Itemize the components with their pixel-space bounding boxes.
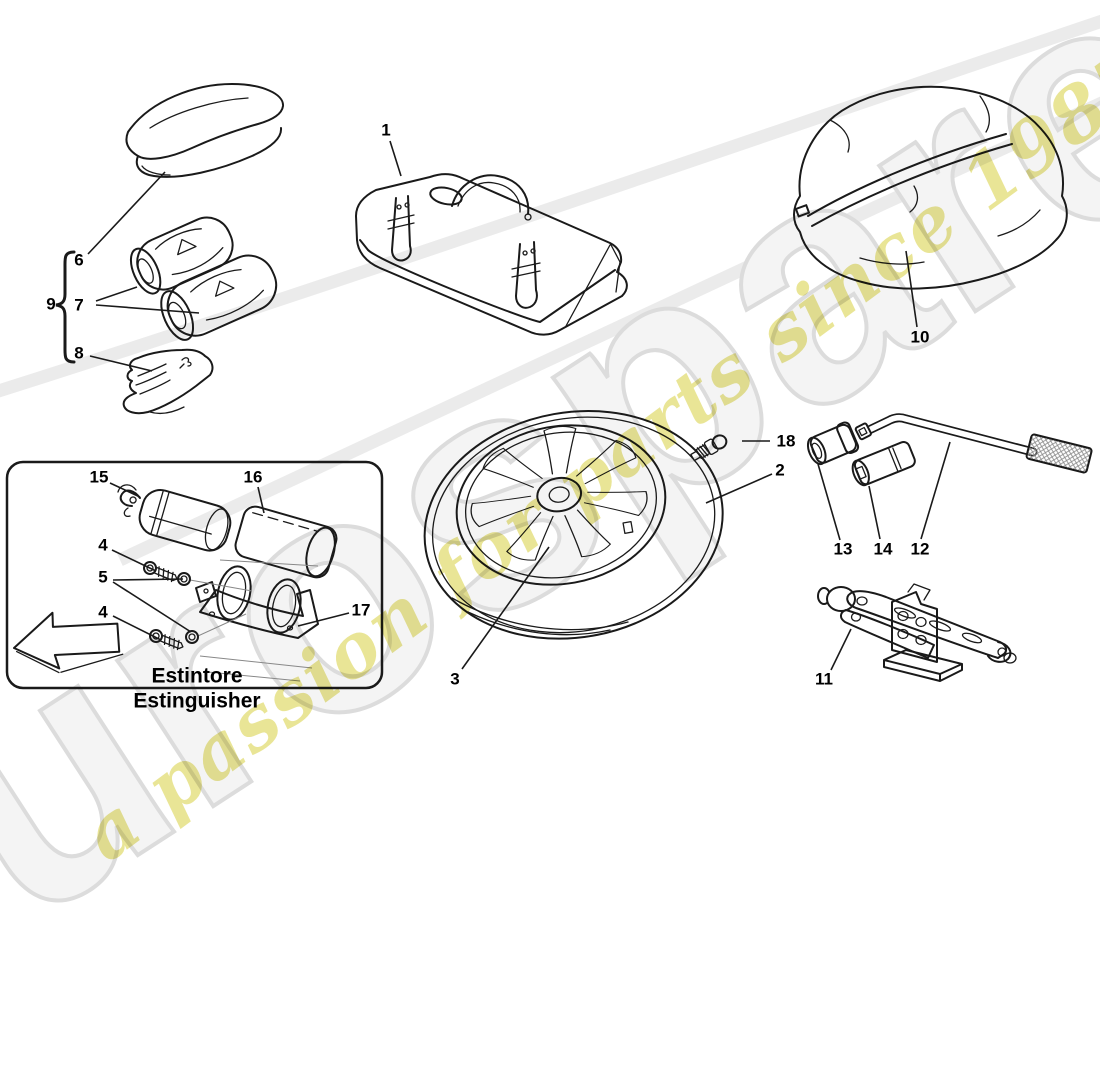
screw-bottom-drawing — [149, 629, 184, 651]
tool-bag-drawing — [355, 173, 628, 336]
part-label-17: 17 — [351, 600, 371, 620]
part-label-11: 11 — [815, 669, 833, 689]
part-label-12: 12 — [910, 539, 930, 559]
part-label-14: 14 — [873, 539, 893, 559]
screw-top-drawing — [143, 561, 178, 583]
extinguisher-box-frame — [5, 460, 384, 690]
part-label-10: 10 — [910, 327, 930, 347]
part-label-3: 3 — [450, 669, 460, 689]
sleeve-drawing — [234, 505, 338, 579]
part-label-15: 15 — [89, 467, 109, 487]
valve-drawing — [690, 434, 728, 462]
part-label-18: 18 — [776, 431, 796, 451]
direction-arrow — [13, 611, 124, 674]
group-brace — [55, 250, 76, 364]
part-label-16: 16 — [243, 467, 263, 487]
cloth-drawing — [125, 83, 284, 178]
caption-estintore: Estintore — [151, 664, 243, 688]
socket-13-drawing — [806, 421, 860, 466]
part-label-4-top: 4 — [98, 535, 108, 555]
part-label-13: 13 — [833, 539, 853, 559]
part-label-9: 9 — [46, 294, 56, 314]
spare-wheel-drawing — [406, 388, 741, 662]
part-label-4-bottom: 4 — [98, 602, 108, 622]
part-label-8: 8 — [74, 343, 84, 363]
gloves-drawing — [122, 348, 214, 415]
part-label-5: 5 — [98, 567, 108, 587]
fire-extinguisher-drawing — [117, 484, 232, 552]
part-label-2: 2 — [775, 460, 785, 480]
part-label-6: 6 — [74, 250, 84, 270]
socket-14-drawing — [851, 441, 916, 487]
diagram-line-art — [5, 83, 1093, 690]
wheel-cover-bag-drawing — [793, 85, 1068, 290]
part-label-7: 7 — [74, 295, 84, 315]
caption-estinguisher: Estinguisher — [133, 689, 261, 713]
part-label-1: 1 — [381, 120, 391, 140]
rolled-covers-drawing — [129, 216, 278, 341]
jack-drawing — [817, 583, 1017, 682]
leader-lines — [87, 140, 951, 671]
bracket-drawing — [189, 559, 319, 682]
watermark-swoosh — [0, 14, 1100, 566]
washer-bottom-drawing — [185, 630, 199, 644]
wrench-drawing — [854, 413, 1093, 474]
